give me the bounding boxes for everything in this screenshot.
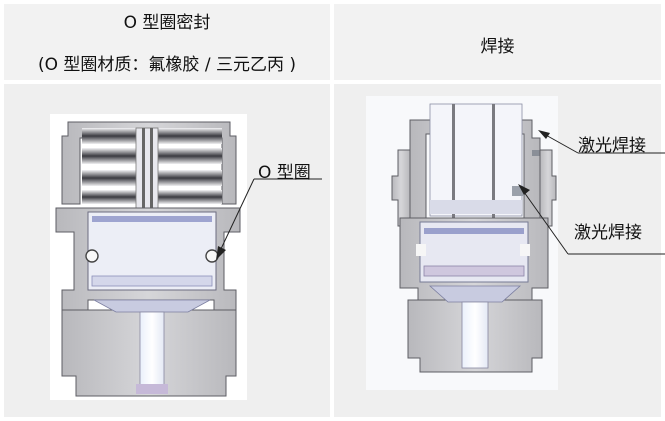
left-callout-leader [216, 178, 322, 260]
oring-callout-label: O 型圈 [258, 163, 311, 183]
right-callout-leader-2 [518, 184, 665, 255]
header-cell-welding [334, 4, 661, 80]
welded-sensor-section [391, 103, 557, 373]
laser-weld-callout-label-2: 激光焊接 [574, 223, 642, 243]
header-oring-subtitle: (O 型圈材质：氟橡胶 / 三元乙丙 ) [38, 55, 296, 75]
right-callout-leader-1 [538, 130, 665, 154]
laser-weld-callout-label-1: 激光焊接 [578, 136, 646, 156]
header-oring-title: O 型圈密封 [123, 13, 211, 33]
header-cell-oring [4, 4, 330, 80]
header-welding-title: 焊接 [480, 37, 515, 57]
oring-sensor-section [55, 121, 241, 397]
